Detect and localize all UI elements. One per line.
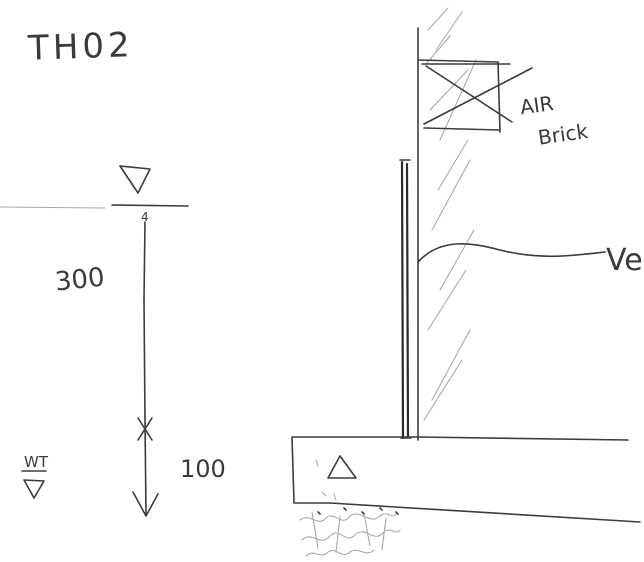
- level-triangle-icon: [119, 165, 151, 194]
- air-brick-label-line1: AIR: [518, 91, 555, 119]
- dimension-100-label: 100: [180, 455, 226, 483]
- hardcore-dots: [317, 507, 399, 515]
- vent-strip-cap: [399, 159, 412, 439]
- dimension-300-label: 300: [54, 263, 107, 298]
- level-line: [111, 204, 189, 207]
- water-table-label: WT: [24, 453, 49, 471]
- air-brick-label-line2: Brick: [536, 119, 589, 150]
- level-marker-label: 4: [141, 210, 149, 224]
- title-label: TH02: [26, 25, 134, 69]
- floor-slab: [291, 436, 641, 523]
- dimension-line: [143, 221, 147, 516]
- water-table-triangle-icon: [23, 479, 45, 499]
- slab-tick-marks: [315, 459, 337, 501]
- dimension-tick: [137, 417, 153, 441]
- dimension-arrowhead: [132, 491, 159, 517]
- vent-label: Ve: [606, 243, 643, 278]
- vent-strip-outer: [400, 160, 410, 440]
- pencil-hatching: [423, 7, 477, 421]
- wall-top-line: [417, 59, 499, 63]
- air-brick-icon: [421, 61, 533, 133]
- ground-line: [0, 206, 106, 209]
- vent-leader-line: [417, 243, 606, 263]
- hardcore-hatching: [299, 511, 401, 557]
- slab-triangle-icon: [327, 455, 357, 479]
